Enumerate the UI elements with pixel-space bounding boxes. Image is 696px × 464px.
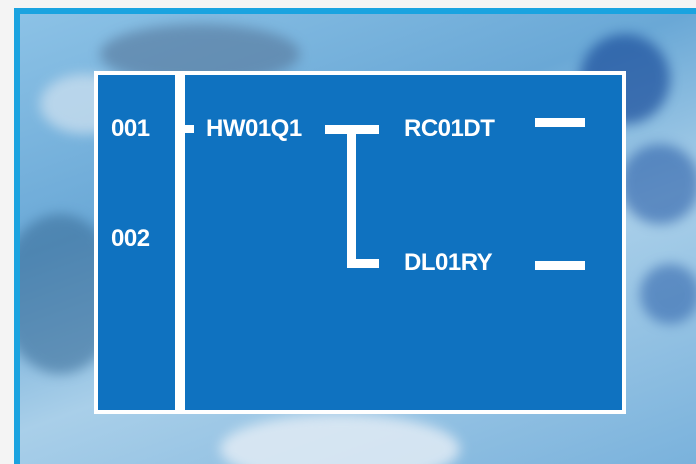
left-power-rail [175,75,185,410]
coil-rc01dt[interactable]: RC01DT [404,115,495,142]
background-blur [220,414,460,464]
output-line-top [535,118,585,127]
background-blur [620,144,696,224]
rail-connector [185,125,194,133]
wire-branch-vertical [347,125,356,267]
ladder-diagram-panel: 001 002 HW01Q1 RC01DT DL01RY [94,71,626,414]
contact-hw01q1[interactable]: HW01Q1 [206,115,302,142]
row-number-002: 002 [111,225,150,252]
background-blur [640,264,696,324]
row-number-001: 001 [111,115,150,142]
wire-horizontal-bottom [347,259,379,268]
output-line-bottom [535,261,585,270]
coil-dl01ry[interactable]: DL01RY [404,249,493,276]
